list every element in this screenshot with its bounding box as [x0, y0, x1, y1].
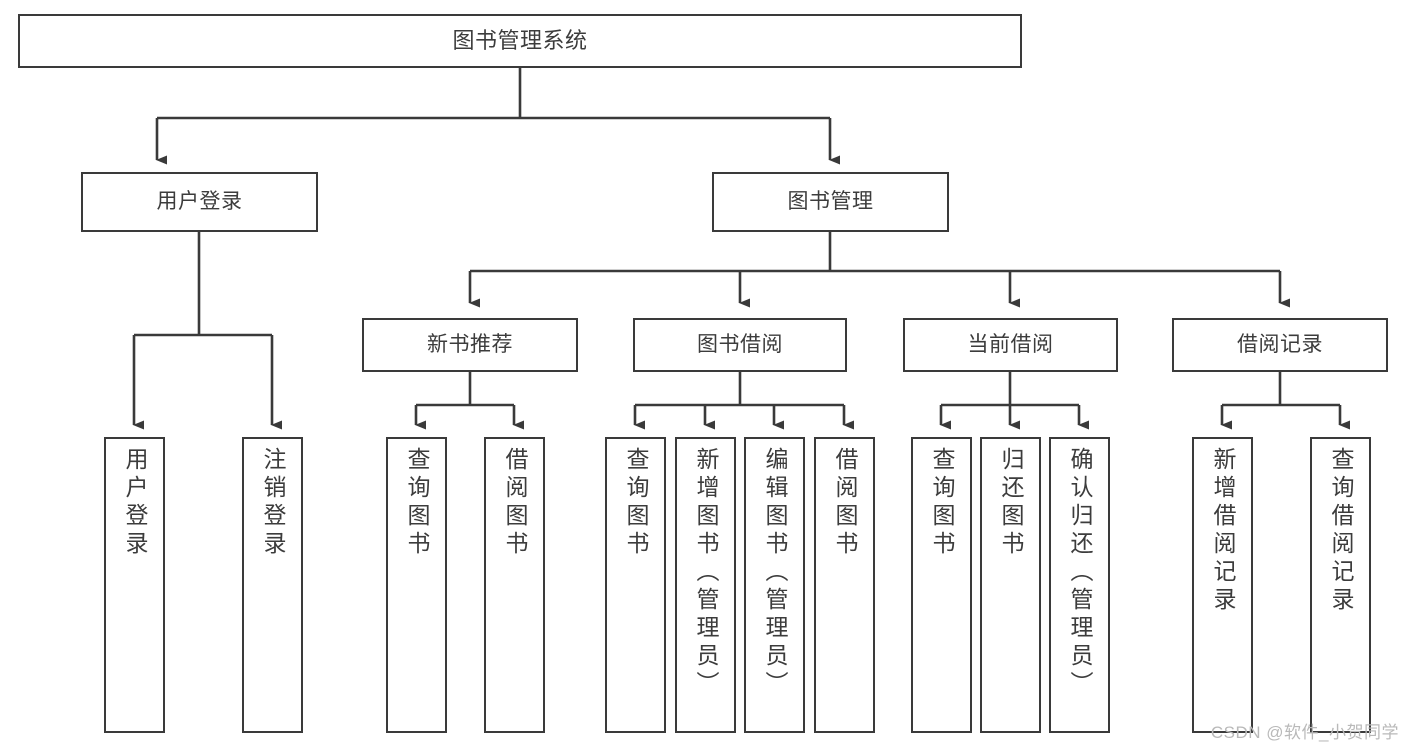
node-book-borrow[interactable]: 图书借阅 — [633, 318, 847, 372]
leaf-record-query-record[interactable]: 查询借阅记录 — [1310, 437, 1371, 733]
node-label: 查询图书 — [623, 447, 649, 559]
leaf-borrow-add-book-admin[interactable]: 新增图书（管理员） — [675, 437, 736, 733]
node-current-borrow[interactable]: 当前借阅 — [903, 318, 1118, 372]
node-label: 查询图书 — [929, 447, 955, 559]
leaf-user-login-signin[interactable]: 用户登录 — [104, 437, 165, 733]
node-label: 新增图书（管理员） — [693, 447, 719, 699]
node-label: 查询借阅记录 — [1328, 447, 1354, 615]
watermark-text: CSDN @软件_小贺同学 — [1210, 723, 1399, 742]
node-label: 图书借阅 — [697, 333, 783, 357]
node-new-book-recommend[interactable]: 新书推荐 — [362, 318, 578, 372]
node-label: 用户登录 — [122, 447, 148, 559]
node-book-management[interactable]: 图书管理 — [712, 172, 949, 232]
node-label: 归还图书 — [998, 447, 1024, 559]
node-label: 图书管理 — [787, 190, 874, 214]
node-label: 用户登录 — [156, 190, 243, 214]
node-label: 借阅图书 — [502, 447, 528, 559]
leaf-current-query-book[interactable]: 查询图书 — [911, 437, 972, 733]
leaf-borrow-edit-book-admin[interactable]: 编辑图书（管理员） — [744, 437, 805, 733]
leaf-current-confirm-return-admin[interactable]: 确认归还（管理员） — [1049, 437, 1110, 733]
node-label: 编辑图书（管理员） — [762, 447, 788, 699]
node-label: 确认归还（管理员） — [1067, 447, 1093, 699]
leaf-recommend-borrow-book[interactable]: 借阅图书 — [484, 437, 545, 733]
node-label: 当前借阅 — [967, 333, 1054, 357]
node-label: 借阅记录 — [1237, 333, 1323, 357]
leaf-borrow-borrow-book[interactable]: 借阅图书 — [814, 437, 875, 733]
leaf-current-return-book[interactable]: 归还图书 — [980, 437, 1041, 733]
leaf-recommend-query-book[interactable]: 查询图书 — [386, 437, 447, 733]
node-label: 查询图书 — [404, 447, 430, 559]
leaf-borrow-query-book[interactable]: 查询图书 — [605, 437, 666, 733]
node-label: 借阅图书 — [832, 447, 858, 559]
node-root-system[interactable]: 图书管理系统 — [18, 14, 1022, 68]
leaf-record-add-record[interactable]: 新增借阅记录 — [1192, 437, 1253, 733]
node-label: 注销登录 — [260, 447, 286, 559]
node-label: 新书推荐 — [427, 333, 513, 357]
node-borrow-record[interactable]: 借阅记录 — [1172, 318, 1388, 372]
node-user-login[interactable]: 用户登录 — [81, 172, 318, 232]
leaf-user-login-signout[interactable]: 注销登录 — [242, 437, 303, 733]
node-label: 新增借阅记录 — [1210, 447, 1236, 615]
node-label: 图书管理系统 — [452, 27, 588, 53]
